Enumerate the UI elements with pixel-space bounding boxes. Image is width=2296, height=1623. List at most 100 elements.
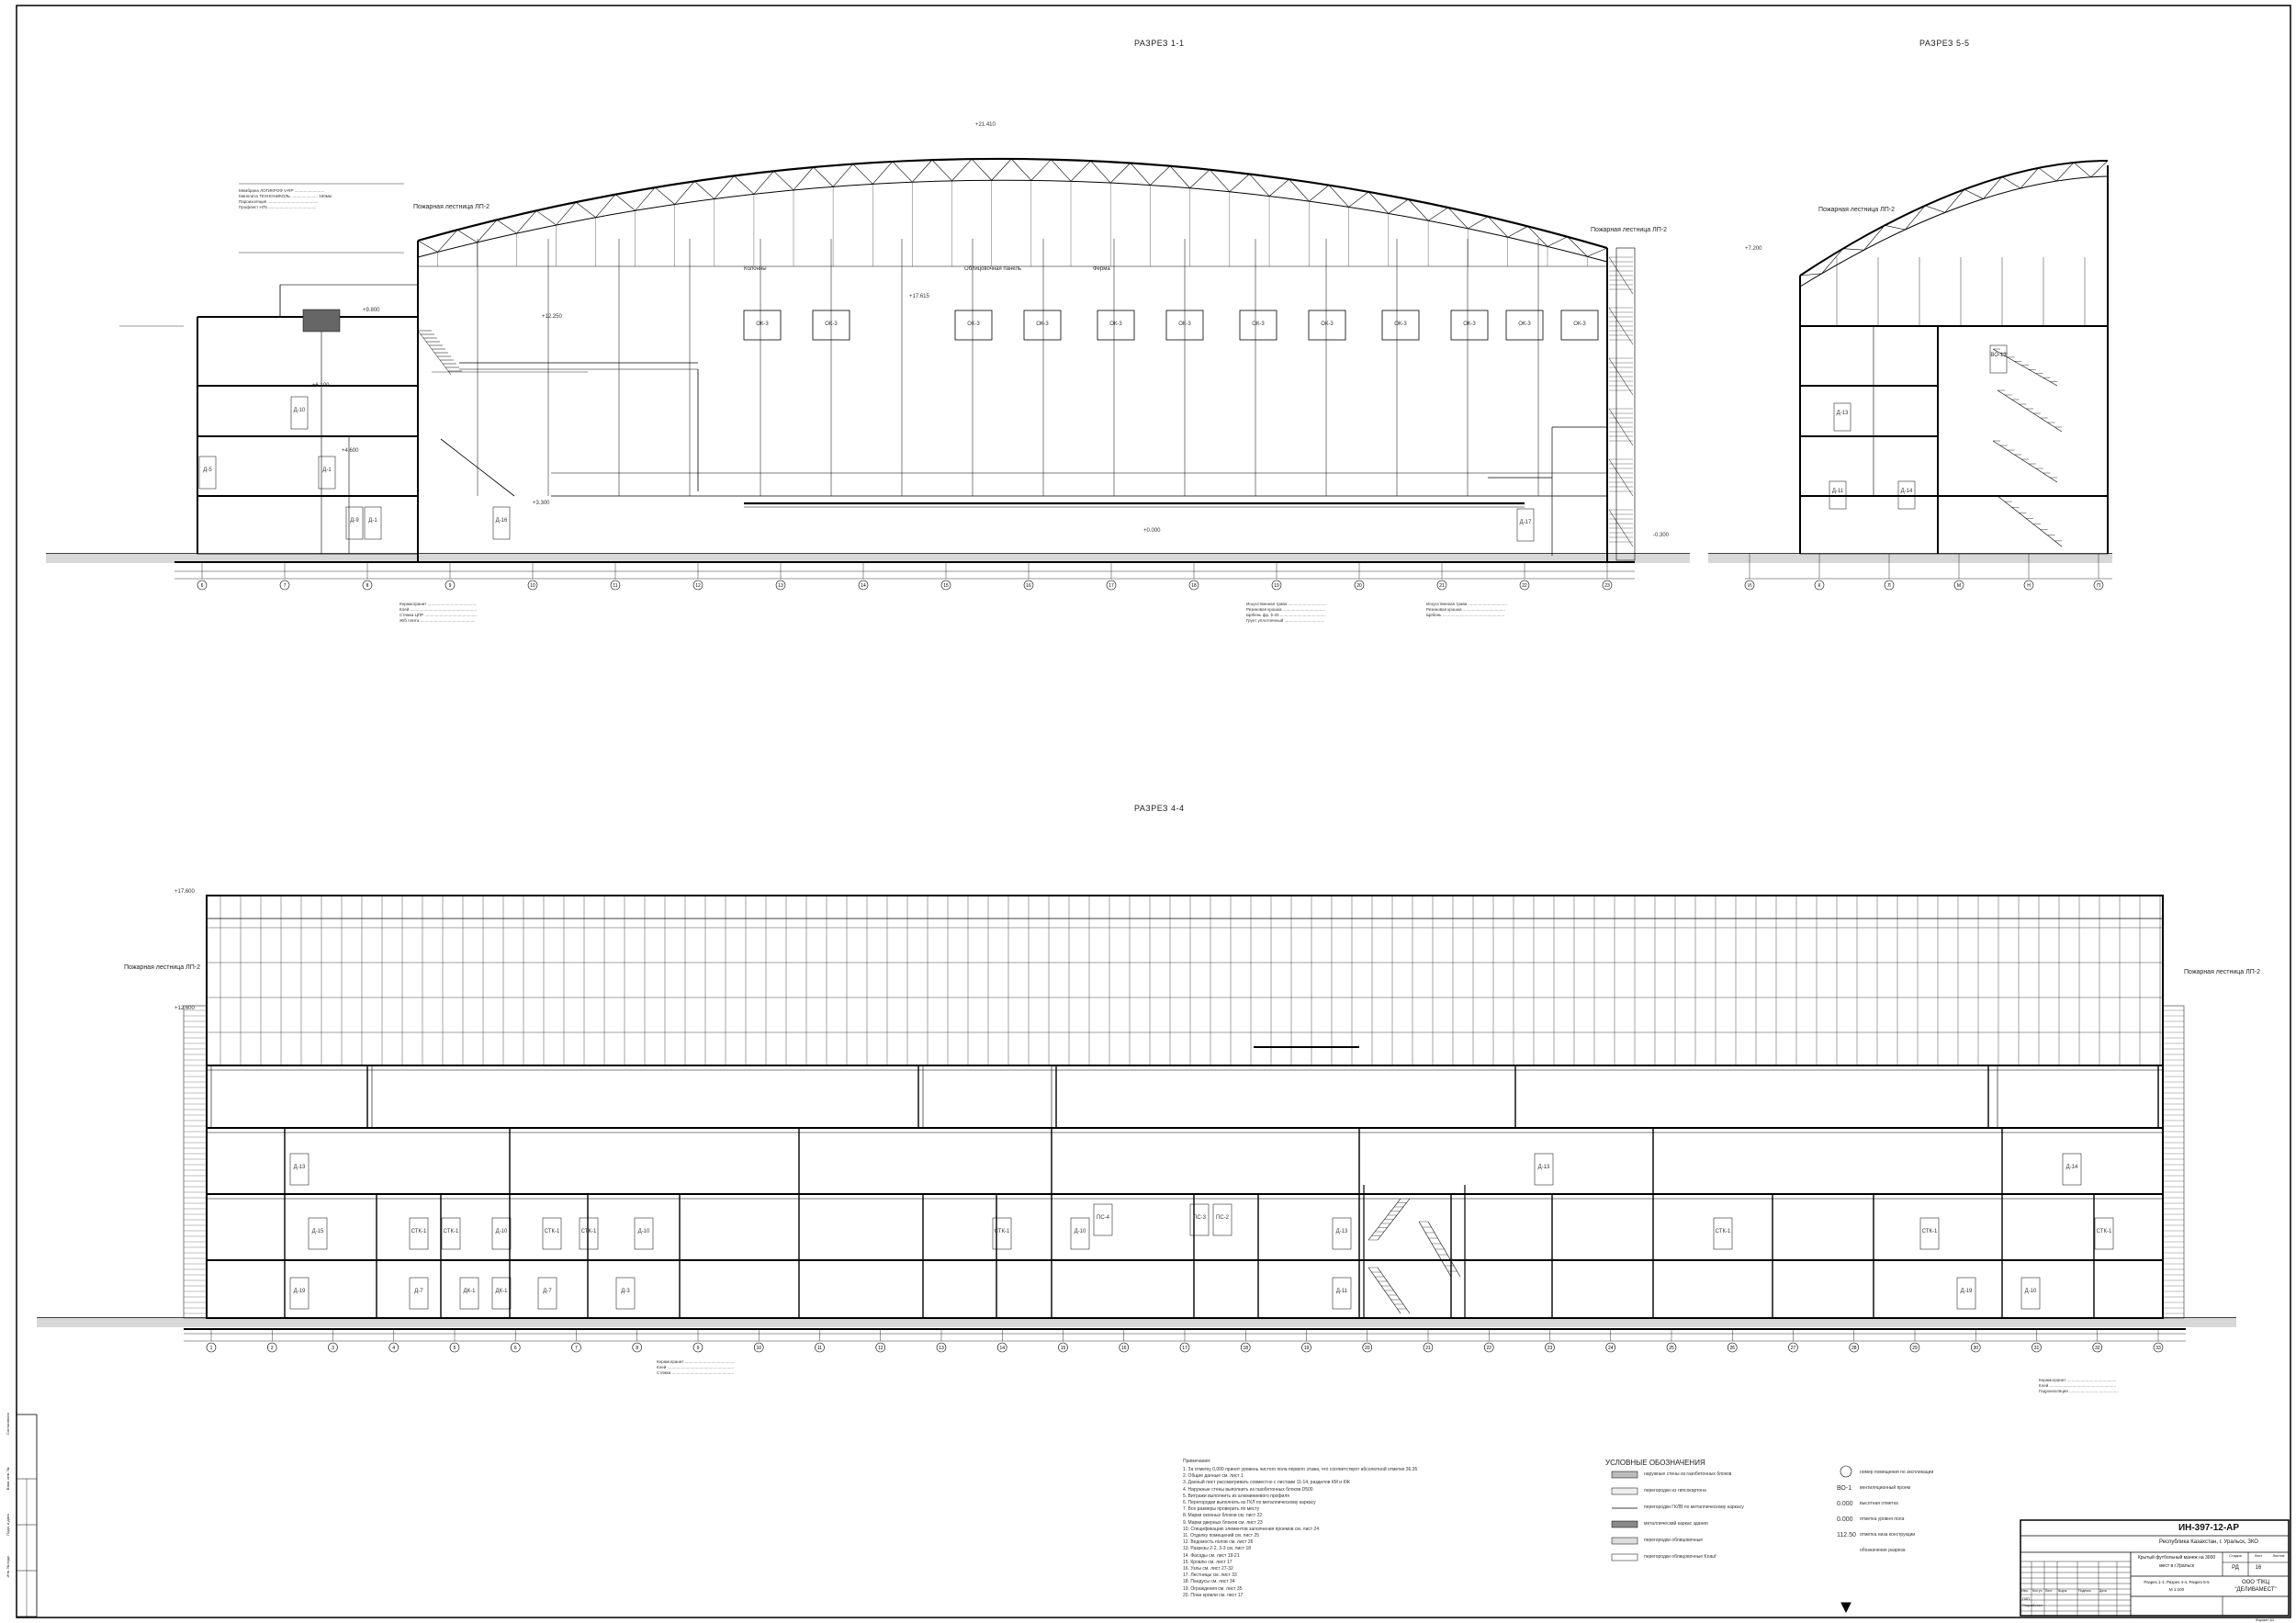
note-line: 2. Общие данные см. лист 1 [1183, 1473, 1244, 1480]
elevation-mark: +3.300 [533, 501, 550, 506]
legend-item: перегородки облицовочные [1644, 1538, 1704, 1543]
axis-label: 6 [201, 583, 204, 589]
window-box [1450, 310, 1489, 341]
window-tag: ОК-3 [1394, 321, 1407, 327]
axis-label: 15 [943, 583, 949, 589]
elevation-mark: +7.200 [1745, 246, 1762, 252]
window-tag: ОК-3 [1463, 321, 1476, 327]
note-line: 17. Лестницы см. лист 33 [1183, 1572, 1237, 1579]
room-tag: ДК-1 [495, 1289, 508, 1294]
axis-label: 7 [284, 583, 287, 589]
window-box [1308, 310, 1346, 341]
note-line: 19. Ограждения см. лист 35 [1183, 1585, 1243, 1592]
left-side-stamp [16, 1414, 38, 1617]
legend-symbol: 0.000 [1837, 1501, 1853, 1507]
axis-label: 23 [1604, 583, 1610, 589]
note-line: 3. Данный лист рассматривать совместно с… [1183, 1480, 1351, 1486]
fire-stairs-label-left-4-4: Пожарная лестница ЛП-2 [124, 964, 200, 971]
axis-label: К [1818, 583, 1821, 589]
elevation-mark: +12.250 [542, 314, 562, 320]
axis-label: 4 [392, 1346, 395, 1351]
window-box [954, 310, 993, 341]
window-tag: ОК-3 [1252, 321, 1265, 327]
axis-label: 13 [939, 1346, 944, 1351]
window-tag: ОК-3 [967, 321, 980, 327]
axis-label: 11 [817, 1346, 822, 1351]
layer-spec-block: Искусственная трава ....................… [1246, 602, 1327, 623]
note-line: 14. Фасады см. лист 19-21 [1183, 1552, 1240, 1559]
legend-symbol: 0.000 [1837, 1516, 1853, 1523]
elevation-mark: +12.600 [174, 1006, 195, 1011]
axis-label: Н [2027, 583, 2031, 589]
note-line: 15. Кровлю см. лист 17 [1183, 1559, 1232, 1565]
window-box [1023, 310, 1062, 341]
window-box [812, 310, 850, 341]
room-tag: ДК-1 [463, 1289, 476, 1294]
axis-label: 27 [1791, 1346, 1796, 1351]
layer-spec-block: Керамогранит ...........................… [657, 1359, 735, 1375]
room-tag: СТК-1 [2096, 1229, 2112, 1234]
note-line: 13. Разрезы 2-2, 3-3 см. лист 18 [1183, 1546, 1252, 1552]
note-line: 12. Ведомость полов см. лист 26 [1183, 1539, 1254, 1546]
room-tag: СТК-1 [1921, 1229, 1938, 1234]
legend-item: высотная отметка [1860, 1501, 1898, 1506]
axis-label: 17 [1182, 1346, 1187, 1351]
axis-label: 8 [636, 1346, 638, 1351]
room-tag: Д-13 [1335, 1229, 1348, 1234]
format: Формат А1 [2255, 1617, 2275, 1622]
axis-label: Л [1887, 583, 1890, 589]
elevation-mark: -0.300 [1653, 533, 1670, 538]
elevation-mark: +0.000 [1143, 528, 1161, 534]
room-tag: Д-10 [293, 408, 306, 413]
role-gip: ГИП [2022, 1596, 2030, 1601]
axis-label: 12 [695, 583, 701, 589]
axis-label: 20 [1356, 583, 1362, 589]
window-tag: ОК-3 [825, 321, 838, 327]
legend-symbol: 112.50 [1837, 1532, 1856, 1538]
legend-title: УСЛОВНЫЕ ОБОЗНАЧЕНИЯ [1605, 1459, 1705, 1467]
window-tag: ОК-3 [1573, 321, 1586, 327]
axis-label: 5 [454, 1346, 456, 1351]
room-tag: Д-9 [350, 518, 359, 524]
axis-label: 32 [2095, 1346, 2100, 1351]
axis-label: 16 [1121, 1346, 1127, 1351]
stamp-column-header: Лист [2045, 1589, 2053, 1593]
room-tag: Д-7 [543, 1289, 552, 1294]
axis-label: 15 [1061, 1346, 1066, 1351]
room-tag: СТК-1 [580, 1229, 597, 1234]
axis-label: 22 [1486, 1346, 1491, 1351]
axis-label: 10 [530, 583, 535, 589]
notes-heading: Примечания: [1183, 1459, 1211, 1464]
sheets-label: Листов [2272, 1553, 2285, 1558]
note-line: 20. План кровли см. лист 17 [1183, 1592, 1244, 1598]
side-stamp-label: Инв. № подл. [6, 1554, 10, 1578]
hall-columns-1-1 [477, 239, 1539, 496]
legend-item: наружные стены из газобетонных блоков [1644, 1471, 1732, 1477]
room-tag: СТК-1 [443, 1229, 459, 1234]
axis-label: П [2097, 583, 2100, 589]
roof-truss-5-5 [1799, 160, 2109, 326]
legend-symbol: ВО-1 [1837, 1485, 1852, 1492]
room-tag: Д-11 [1831, 489, 1844, 494]
object-name-1: Крытый футбольный манеж на 3000 [2137, 1555, 2216, 1561]
axis-label: 8 [366, 583, 369, 589]
room-tag: Д-13 [293, 1165, 306, 1170]
room-tag: ПС-4 [1097, 1215, 1109, 1221]
room-tag: СТК-1 [411, 1229, 427, 1234]
note-line: 8. Марки оконных блоков см. лист 22 [1183, 1513, 1263, 1519]
facade-panel-tag: Облицовочная панель [964, 266, 1022, 272]
legend-item: перегородки облицовочные Knauf [1644, 1554, 1716, 1560]
room-tag: Д-3 [621, 1289, 630, 1294]
axis-label: 20 [1365, 1346, 1370, 1351]
axis-label: 21 [1425, 1346, 1431, 1351]
axis-label: 2 [271, 1346, 274, 1351]
axis-label: 12 [878, 1346, 884, 1351]
window-tag: ОК-3 [1109, 321, 1122, 327]
axis-label: 19 [1304, 1346, 1310, 1351]
window-tag: ОК-3 [1036, 321, 1049, 327]
